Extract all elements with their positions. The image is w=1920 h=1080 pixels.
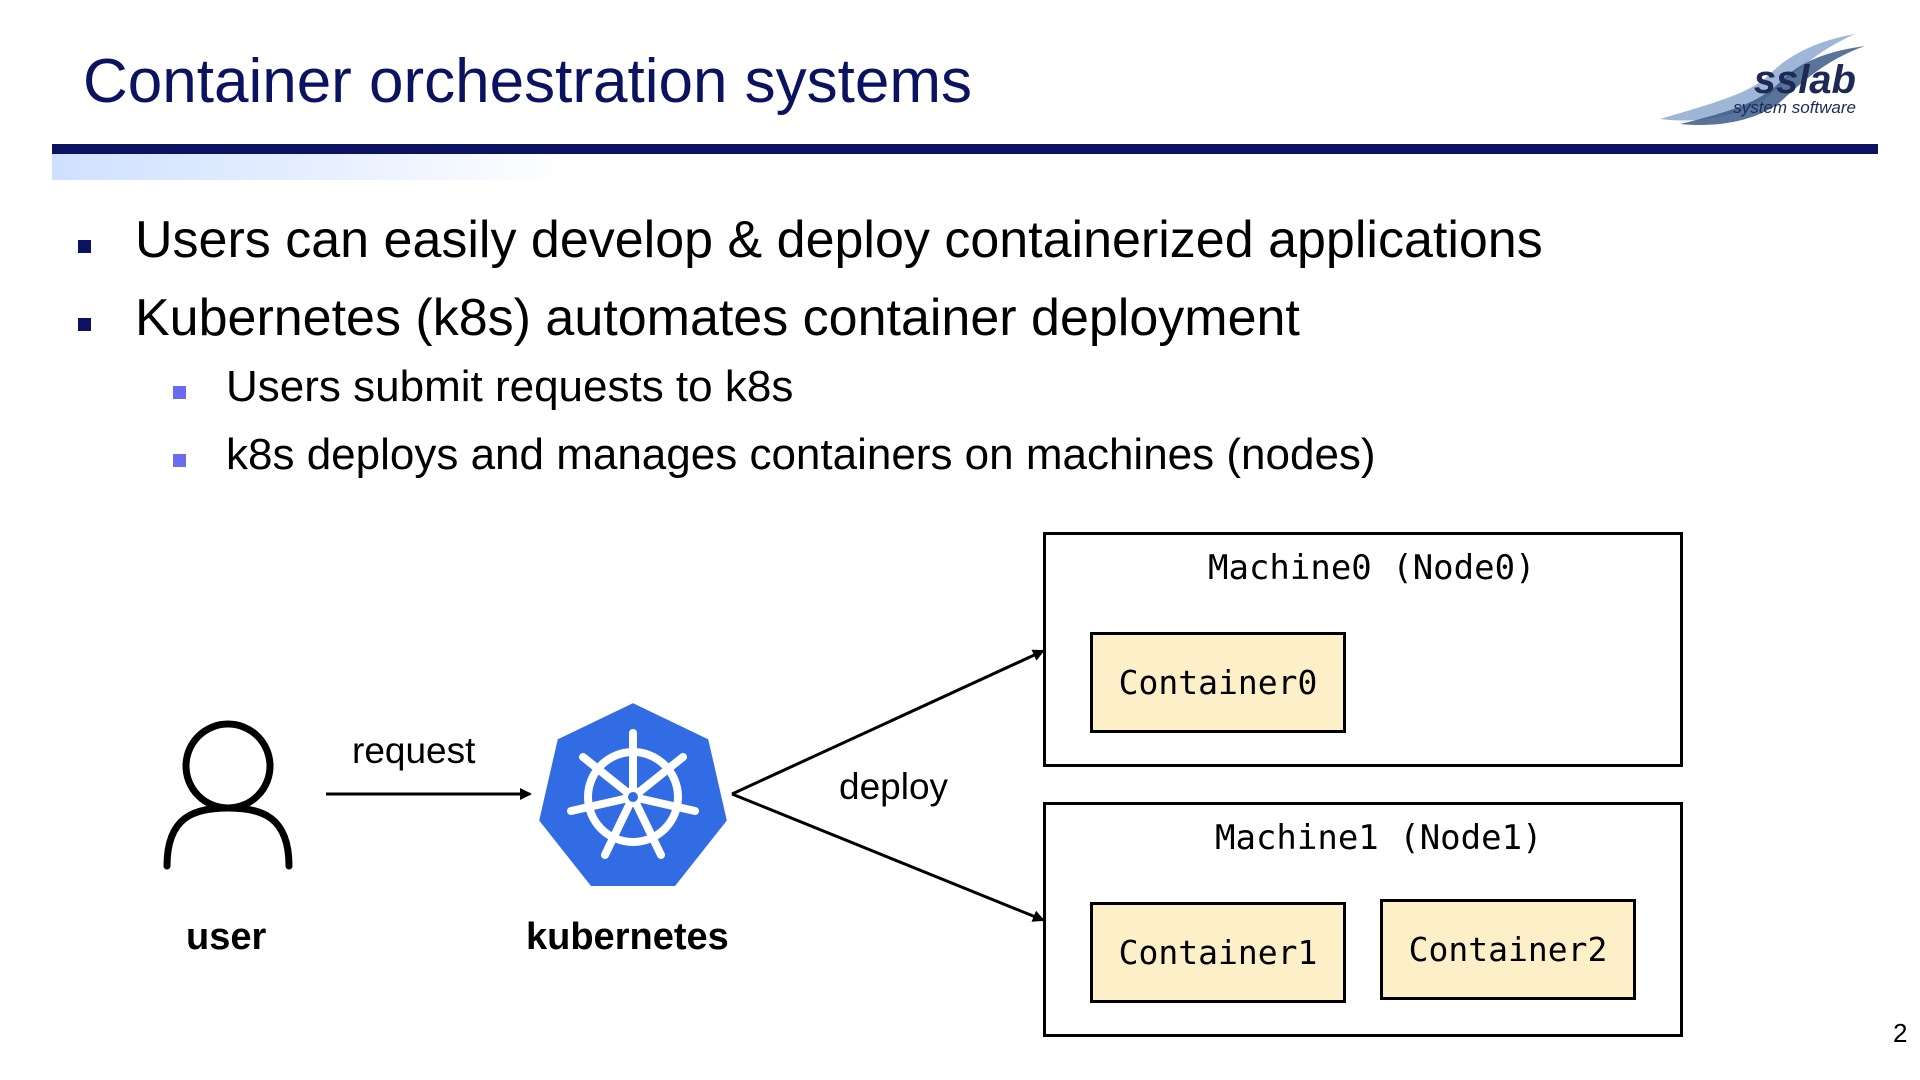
user-icon xyxy=(163,720,293,870)
page-number: 2 xyxy=(1893,1018,1908,1048)
deploy-label: deploy xyxy=(839,766,949,807)
kubernetes-label: kubernetes xyxy=(526,916,729,958)
sub-bullet-2: k8s deploys and manages containers on ma… xyxy=(173,430,1376,480)
sub-bullet-1: Users submit requests to k8s xyxy=(173,362,793,412)
deploy-arrow-node0 xyxy=(731,649,1045,796)
sslab-logo: sslab system software xyxy=(1640,24,1880,144)
sub-bullet-text: k8s deploys and manages containers on ma… xyxy=(226,430,1376,479)
bullet-text: Users can easily develop & deploy contai… xyxy=(135,211,1543,269)
machine-node0-title: Machine0 (Node0) xyxy=(1208,548,1536,588)
bullet-text: Kubernetes (k8s) automates container dep… xyxy=(135,289,1300,347)
bullet-square-icon xyxy=(78,239,91,253)
user-label: user xyxy=(186,916,267,958)
deploy-arrow-node1 xyxy=(731,792,1045,922)
kubernetes-icon xyxy=(535,699,731,890)
bullet-square-icon xyxy=(78,317,91,331)
title-underline xyxy=(52,144,1878,154)
logo-name: sslab xyxy=(1753,58,1856,102)
container0-box: Container0 xyxy=(1090,632,1346,733)
sub-bullet-square-icon xyxy=(173,385,186,399)
container2-box: Container2 xyxy=(1380,899,1636,1000)
title-underline-gradient xyxy=(52,154,572,180)
machine-node1-title: Machine1 (Node1) xyxy=(1215,818,1543,858)
request-label: request xyxy=(352,730,476,771)
logo-swoosh-icon xyxy=(1660,34,1865,126)
container1-box: Container1 xyxy=(1090,902,1346,1003)
sub-bullet-text: Users submit requests to k8s xyxy=(226,362,794,411)
logo-tagline: system software xyxy=(1733,98,1856,117)
bullet-1: Users can easily develop & deploy contai… xyxy=(78,210,1543,270)
slide-title: Container orchestration systems xyxy=(83,47,973,116)
sub-bullet-square-icon xyxy=(173,453,186,467)
bullet-2: Kubernetes (k8s) automates container dep… xyxy=(78,288,1300,348)
